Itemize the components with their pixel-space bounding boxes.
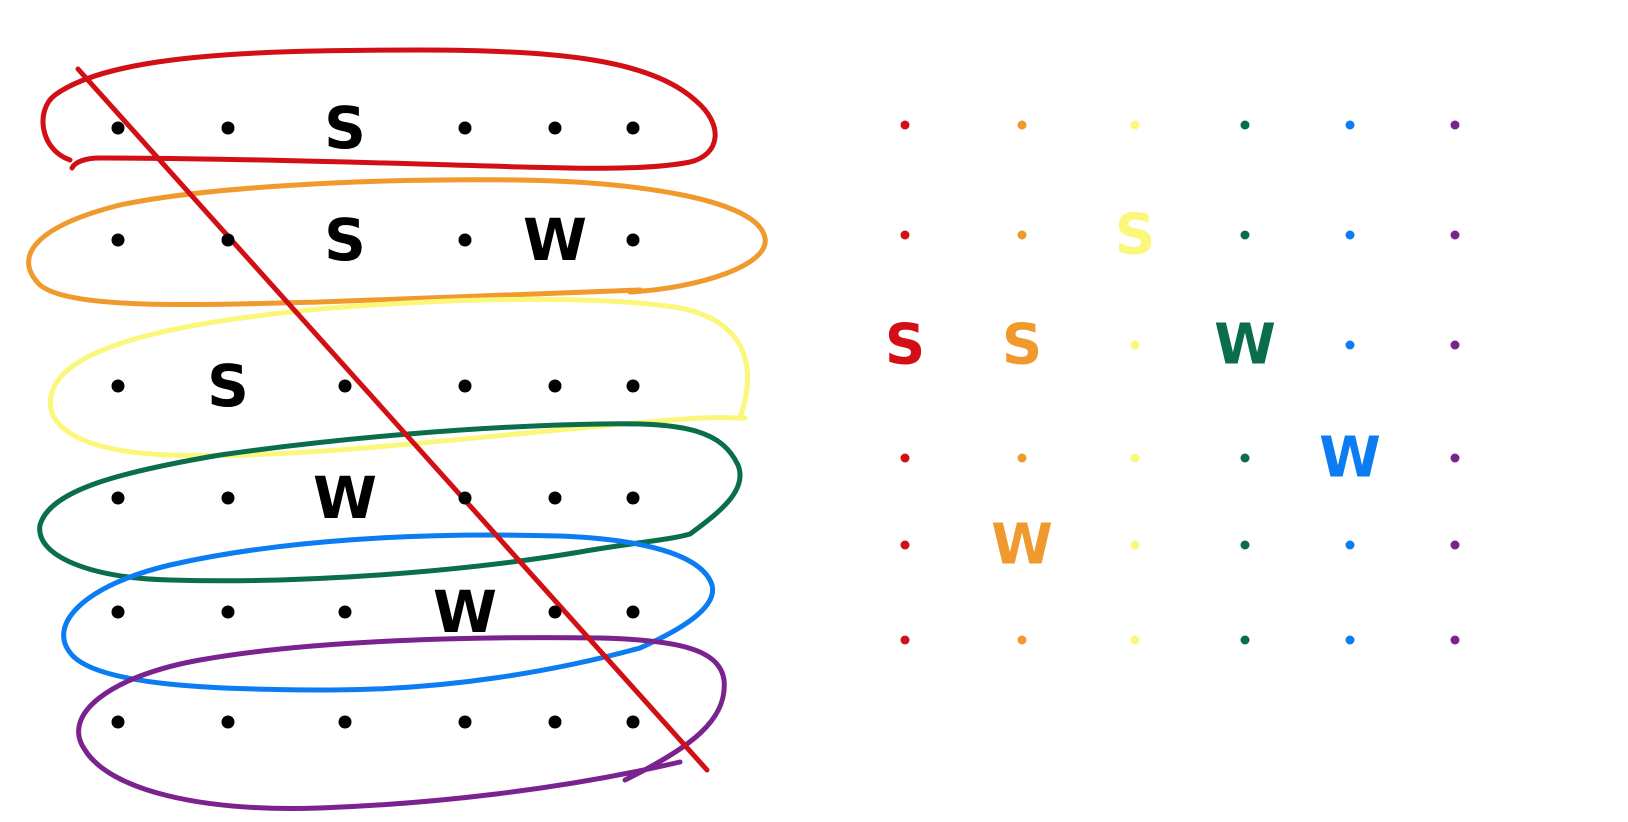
grid-letter-s: S — [1115, 203, 1155, 268]
grid-dot — [900, 453, 910, 463]
grid-dot — [458, 491, 472, 505]
row-loop-blue — [61, 532, 716, 693]
grid-dot — [626, 491, 640, 505]
grid-dot — [111, 605, 125, 619]
row-loop-red — [40, 47, 718, 171]
grid-dot — [111, 379, 125, 393]
row-loop-purple — [76, 635, 727, 811]
grid-dot — [221, 233, 235, 247]
grid-dot — [1017, 453, 1027, 463]
grid-dot — [626, 233, 640, 247]
grid-dot — [626, 121, 640, 135]
row-loops — [26, 47, 768, 811]
grid-dot — [900, 540, 910, 550]
grid-dot — [1017, 635, 1027, 645]
grid-dot — [548, 491, 562, 505]
grid-dot — [338, 605, 352, 619]
grid-dot — [1450, 340, 1460, 350]
grid-dot — [900, 230, 910, 240]
row-loop-orange — [26, 177, 768, 308]
grid-letter-s: S — [207, 352, 249, 420]
grid-dot — [1345, 540, 1355, 550]
grid-dot — [338, 379, 352, 393]
grid-dot — [1450, 540, 1460, 550]
grid-dot — [221, 715, 235, 729]
grid-dot — [1450, 635, 1460, 645]
grid-letter-s: S — [324, 206, 366, 274]
grid-dot — [1240, 540, 1250, 550]
grid-dot — [1345, 120, 1355, 130]
grid-dot — [111, 491, 125, 505]
grid-dot — [548, 121, 562, 135]
grid-dot — [1017, 120, 1027, 130]
grid-dot — [1130, 540, 1140, 550]
grid-dot — [458, 379, 472, 393]
grid-dot — [1450, 453, 1460, 463]
grid-dot — [1240, 453, 1250, 463]
grid-dot — [1345, 635, 1355, 645]
grid-dot — [458, 715, 472, 729]
grid-dot — [111, 233, 125, 247]
grid-dot — [458, 121, 472, 135]
grid-dot — [458, 233, 472, 247]
grid-letter-w: W — [313, 464, 377, 532]
grid-letter-s: S — [324, 94, 366, 162]
grid-dot — [111, 715, 125, 729]
grid-dot — [1450, 120, 1460, 130]
grid-dot — [548, 605, 562, 619]
grid-dot — [1345, 230, 1355, 240]
grid-dot — [1240, 230, 1250, 240]
row-loop-yellow — [47, 296, 750, 459]
grid-letter-s: S — [885, 313, 925, 378]
grid-letter-w: W — [1214, 313, 1276, 378]
grid-dot — [1130, 453, 1140, 463]
grid-dot — [1017, 230, 1027, 240]
grid-dot — [1130, 120, 1140, 130]
grid-dot — [900, 635, 910, 645]
grid-letter-w: W — [1319, 426, 1381, 491]
grid-dot — [626, 715, 640, 729]
grid-letter-w: W — [523, 206, 587, 274]
row-loop-green — [37, 421, 743, 584]
grid-dot — [900, 120, 910, 130]
grid-dot — [626, 605, 640, 619]
grid-dot — [1345, 340, 1355, 350]
grid-dot — [548, 379, 562, 393]
grid-dot — [221, 605, 235, 619]
grid-letter-s: S — [1002, 313, 1042, 378]
grid-dot — [338, 715, 352, 729]
grid-dot — [1450, 230, 1460, 240]
grid-dot — [1130, 635, 1140, 645]
grid-dot — [1130, 340, 1140, 350]
grid-dot — [221, 121, 235, 135]
grid-letter-w: W — [433, 578, 497, 646]
strike-through-line — [75, 66, 710, 773]
grid-dot — [1240, 635, 1250, 645]
grid-dot — [626, 379, 640, 393]
grid-dot — [111, 121, 125, 135]
grid-dot — [548, 715, 562, 729]
grid-dot — [1240, 120, 1250, 130]
grid-letter-w: W — [991, 513, 1053, 578]
grid-dot — [221, 491, 235, 505]
